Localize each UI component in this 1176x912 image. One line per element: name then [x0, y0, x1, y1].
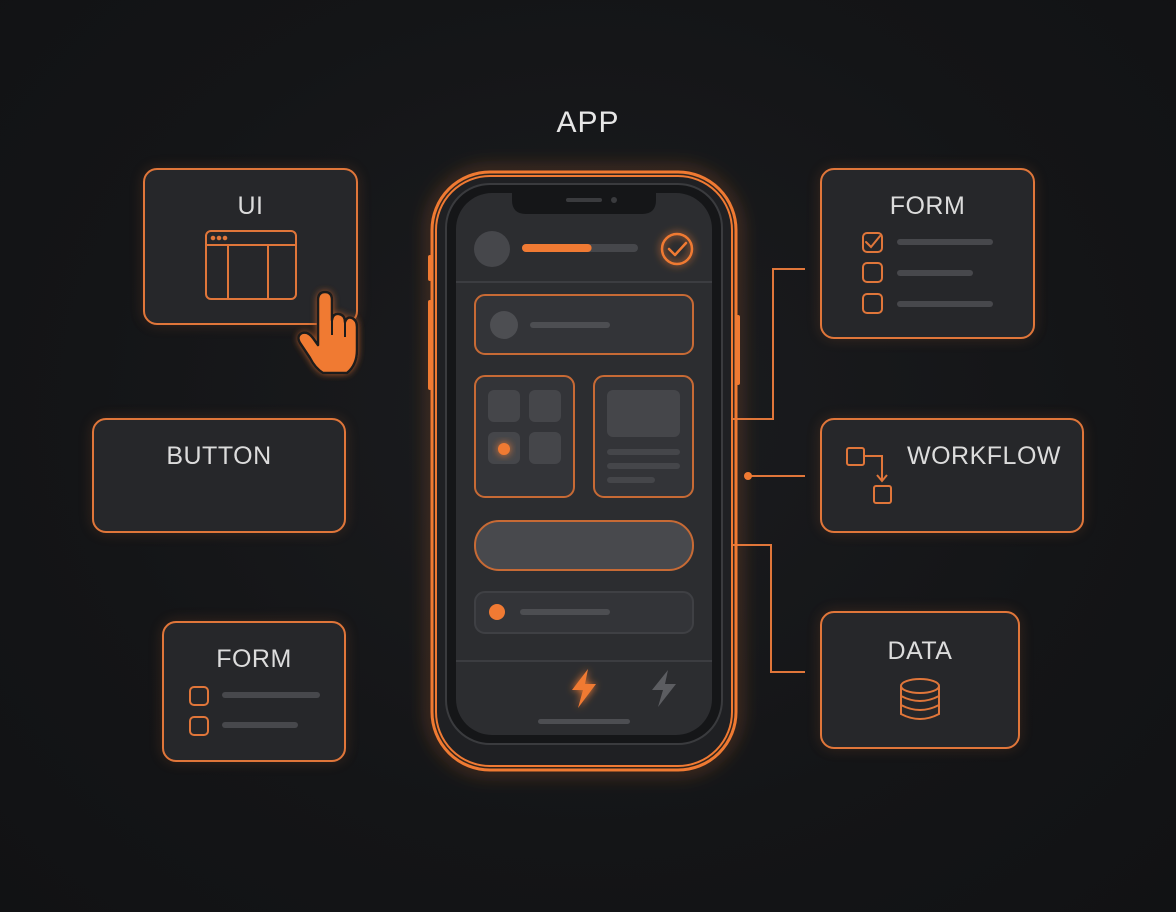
button-card-label: BUTTON [166, 442, 272, 470]
phone [428, 170, 740, 772]
data-card-label: DATA [887, 637, 953, 665]
workflow-card[interactable]: WORKFLOW [820, 418, 1084, 533]
checkbox-list-icon [189, 686, 320, 736]
avatar [474, 231, 510, 267]
phone-side-button [428, 300, 432, 390]
form-card-left-label: FORM [216, 645, 292, 673]
check-circle-icon [660, 232, 694, 266]
form-card-right-label: FORM [889, 192, 966, 220]
connector-lines [707, 268, 805, 673]
database-icon [900, 678, 940, 720]
workflow-card-label: WORKFLOW [907, 442, 1061, 470]
hand-cursor-icon [297, 290, 359, 375]
phone-side-button [428, 255, 432, 281]
connector-to-form [707, 268, 805, 420]
form-card-left[interactable]: FORM [162, 621, 346, 762]
connector-dot [744, 472, 752, 480]
home-indicator [538, 719, 630, 724]
pill-button [474, 520, 694, 571]
phone-side-button [736, 315, 740, 385]
lightning-active-icon [572, 669, 596, 708]
button-card[interactable]: BUTTON [92, 418, 346, 533]
lightning-inactive-icon [652, 670, 676, 707]
checklist-icon [862, 232, 993, 314]
phone-notch [512, 193, 656, 214]
browser-window-icon [205, 230, 297, 300]
flowchart-icon [846, 447, 892, 504]
form-card-right[interactable]: FORM [820, 168, 1035, 339]
app-title: APP [556, 106, 620, 139]
connector-to-data [707, 544, 805, 673]
progress-fill [522, 244, 592, 252]
ui-card-label: UI [237, 192, 264, 220]
phone-outer-glow [430, 170, 738, 772]
